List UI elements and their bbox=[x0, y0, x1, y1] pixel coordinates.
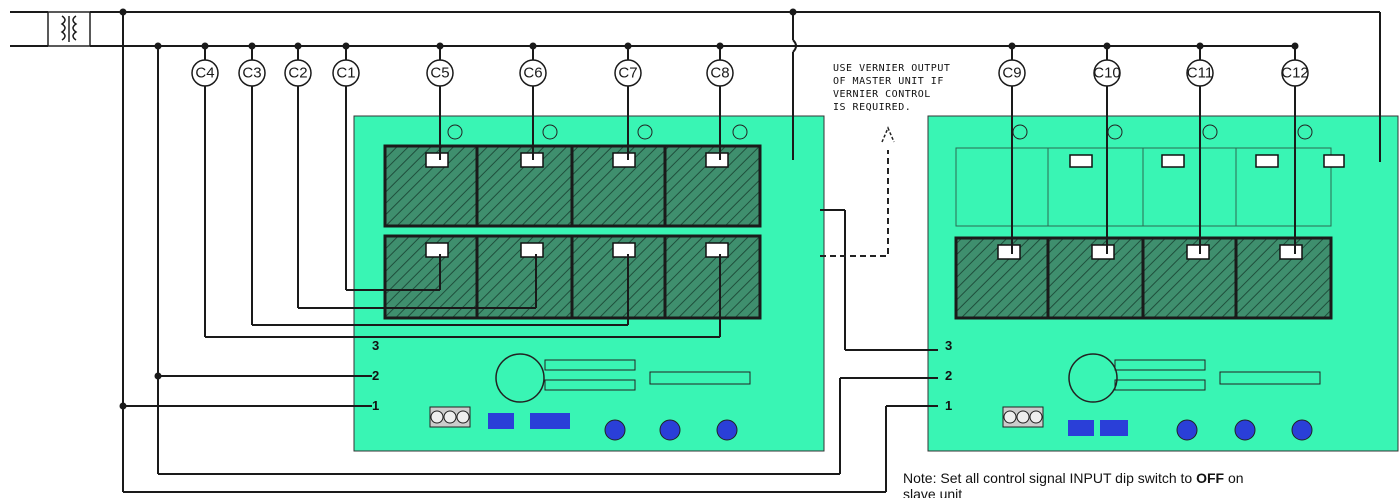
annotation-line-3: VERNIER CONTROL bbox=[833, 89, 931, 100]
supply-wires bbox=[10, 11, 1381, 493]
circuit-label-c3: C3 bbox=[242, 65, 261, 82]
junction-dots bbox=[119, 8, 1299, 410]
note-bold: OFF bbox=[1196, 470, 1225, 486]
master-terminal-2: 2 bbox=[372, 368, 379, 383]
board-components bbox=[429, 124, 1321, 441]
slave-terminal-1: 1 bbox=[945, 398, 952, 413]
circuit-label-c5: C5 bbox=[430, 65, 449, 82]
circuit-label-c4: C4 bbox=[195, 65, 214, 82]
annotation-line-2: OF MASTER UNIT IF bbox=[833, 76, 944, 87]
slave-terminal-3: 3 bbox=[945, 338, 952, 353]
annotation-line-4: IS REQUIRED. bbox=[833, 102, 911, 113]
transformer-icon bbox=[47, 11, 91, 47]
vernier-annotation: USE VERNIER OUTPUT OF MASTER UNIT IF VER… bbox=[833, 63, 950, 113]
master-relays-bottom bbox=[383, 234, 762, 320]
annotation-line-1: USE VERNIER OUTPUT bbox=[833, 63, 950, 74]
circuit-label-c2: C2 bbox=[288, 65, 307, 82]
master-terminal-3: 3 bbox=[372, 338, 379, 353]
circuit-label-c8: C8 bbox=[710, 65, 729, 82]
terminal-numbers: 1 2 3 1 2 3 bbox=[372, 338, 952, 413]
master-terminal-1: 1 bbox=[372, 398, 379, 413]
slave-terminal-2: 2 bbox=[945, 368, 952, 383]
circuit-labels: C4 C3 C2 C1 C5 C6 C7 C8 C9 C10 C11 C12 bbox=[191, 59, 1309, 87]
circuit-label-c6: C6 bbox=[523, 65, 542, 82]
circuit-label-c9: C9 bbox=[1002, 65, 1021, 82]
circuit-label-c10: C10 bbox=[1093, 65, 1121, 82]
slave-unit-note: Note: Set all control signal INPUT dip s… bbox=[903, 470, 1383, 498]
vernier-dashed-line bbox=[820, 150, 889, 257]
circuit-label-c12: C12 bbox=[1281, 65, 1309, 82]
slave-relays-top bbox=[955, 147, 1332, 227]
circuit-label-c7: C7 bbox=[618, 65, 637, 82]
slave-relays-bottom bbox=[954, 236, 1333, 320]
note-prefix: Note: Set all control signal INPUT dip s… bbox=[903, 470, 1197, 486]
note-line2: slave unit bbox=[903, 486, 963, 498]
circuit-label-c1: C1 bbox=[336, 65, 355, 82]
vernier-arrow-icon bbox=[881, 126, 895, 143]
note-suffix: on bbox=[1224, 470, 1244, 486]
circuit-label-c11: C11 bbox=[1187, 65, 1213, 82]
relay-connectors bbox=[425, 152, 1345, 260]
